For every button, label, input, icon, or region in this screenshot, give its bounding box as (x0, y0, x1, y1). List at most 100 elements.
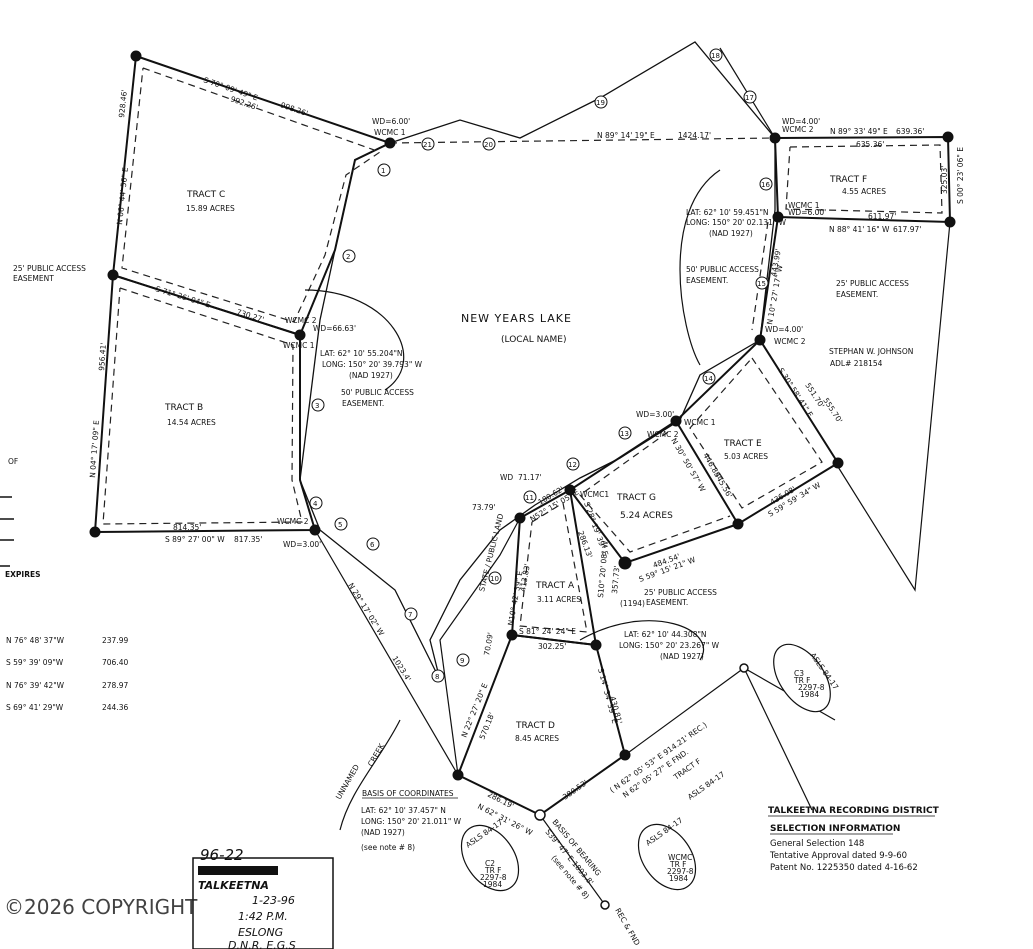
svg-text:(NAD 1927): (NAD 1927) (361, 828, 405, 837)
svg-text:2297-8: 2297-8 (667, 867, 694, 876)
svg-text:5: 5 (338, 521, 342, 529)
tract-g-boundary (568, 420, 739, 565)
svg-text:814.35': 814.35' (173, 523, 201, 532)
tract-a-name: TRACT A (535, 581, 575, 591)
svg-text:10: 10 (490, 575, 499, 583)
svg-text:WCMC 1: WCMC 1 (374, 128, 406, 137)
svg-text:TR F: TR F (793, 676, 811, 685)
svg-text:244.36: 244.36 (102, 703, 128, 712)
svg-text:S10° 20' 08" W: S10° 20' 08" W (596, 540, 610, 598)
svg-text:ADL# 218154: ADL# 218154 (830, 359, 883, 368)
svg-text:706.40: 706.40 (102, 658, 128, 667)
svg-text:General Selection 148: General Selection 148 (770, 839, 864, 849)
svg-text:WCMC1: WCMC1 (580, 490, 609, 499)
svg-text:N 04° 17' 09" E: N 04° 17' 09" E (88, 420, 101, 479)
svg-text:WCMC 2: WCMC 2 (285, 316, 317, 325)
svg-text:21: 21 (423, 141, 432, 149)
svg-text:998.26': 998.26' (279, 100, 309, 118)
svg-text:LAT: 62° 10' 59.451"N: LAT: 62° 10' 59.451"N (686, 208, 769, 217)
svg-text:UNNAMED: UNNAMED (334, 763, 361, 801)
recording-district: TALKEETNA RECORDING DISTRICT SELECTION I… (768, 806, 940, 873)
svg-text:LONG: 150° 20' 02.131" W: LONG: 150° 20' 02.131" W (686, 218, 787, 227)
coordinate-notes: LAT: 62° 10' 55.204"N LONG: 150° 20' 39.… (320, 208, 787, 852)
svg-text:S 69° 41' 29"W: S 69° 41' 29"W (6, 703, 64, 712)
svg-text:BASIS OF COORDINATES: BASIS OF COORDINATES (362, 789, 454, 798)
tract-d-acres: 8.45 ACRES (515, 734, 559, 743)
svg-text:6: 6 (370, 541, 375, 549)
svg-text:LAT: 62° 10' 44.308"N: LAT: 62° 10' 44.308"N (624, 630, 707, 639)
svg-text:(NAD 1927): (NAD 1927) (709, 229, 753, 238)
svg-text:1:42 P.M.: 1:42 P.M. (238, 910, 288, 923)
svg-text:25' PUBLIC ACCESS: 25' PUBLIC ACCESS (13, 264, 86, 273)
svg-text:S 89° 27' 00" W: S 89° 27' 00" W (165, 535, 225, 544)
svg-text:555.70': 555.70' (821, 396, 844, 425)
svg-text:LONG: 150° 20' 23.267" W: LONG: 150° 20' 23.267" W (619, 641, 720, 650)
tract-f-acres: 4.55 ACRES (842, 187, 886, 196)
svg-text:96-22: 96-22 (200, 846, 244, 864)
svg-text:14: 14 (704, 375, 713, 383)
svg-text:2297-8: 2297-8 (480, 873, 507, 882)
ne-easement (751, 216, 779, 341)
svg-text:Patent No. 1225350 dated 4-1: Patent No. 1225350 dated 4-16-62 (770, 863, 918, 873)
segment-markers: 1 2 3 4 5 6 7 8 9 10 11 12 13 14 15 16 1… (309, 48, 773, 683)
svg-text:WCMC 1: WCMC 1 (788, 201, 820, 210)
svg-text:N 89° 14' 19" E: N 89° 14' 19" E (597, 131, 655, 140)
svg-text:N 89° 33' 49" E: N 89° 33' 49" E (830, 127, 888, 136)
tract-e-acres: 5.03 ACRES (724, 452, 768, 461)
svg-text:CREEK: CREEK (366, 741, 387, 768)
asls-monument-3: ASLS 84-17 WCMC TR F 2297-8 1984 (637, 815, 697, 891)
svg-text:N 88° 41' 16" W: N 88° 41' 16" W (829, 225, 890, 234)
svg-text:1984: 1984 (800, 690, 819, 699)
svg-text:(see note # 8): (see note # 8) (361, 843, 415, 852)
svg-text:TR F: TR F (669, 860, 687, 869)
svg-text:(1194): (1194) (620, 599, 645, 608)
svg-text:S 81° 24' 24" E: S 81° 24' 24" E (519, 627, 576, 636)
svg-text:WCMC 1: WCMC 1 (283, 341, 315, 350)
svg-text:WD: WD (500, 473, 513, 482)
svg-text:25' PUBLIC ACCESS: 25' PUBLIC ACCESS (836, 279, 909, 288)
svg-text:71.17': 71.17' (518, 473, 542, 482)
tract-c-acres: 15.89 ACRES (186, 204, 235, 213)
svg-text:8: 8 (435, 673, 439, 681)
svg-text:16: 16 (761, 181, 770, 189)
tract-c-name: TRACT C (186, 190, 225, 200)
svg-text:WCMC 1: WCMC 1 (684, 418, 716, 427)
district-sub: SELECTION INFORMATION (770, 824, 900, 834)
svg-text:EXPIRES: EXPIRES (5, 570, 41, 579)
district-title: TALKEETNA RECORDING DISTRICT (768, 806, 940, 816)
svg-text:EASEMENT.: EASEMENT. (836, 290, 878, 299)
tract-b-acres: 14.54 ACRES (167, 418, 216, 427)
lake-name: NEW YEARS LAKE (461, 312, 572, 325)
svg-text:25' PUBLIC ACCESS: 25' PUBLIC ACCESS (644, 588, 717, 597)
svg-text:237.99: 237.99 (102, 636, 128, 645)
svg-text:357.73': 357.73' (610, 565, 621, 594)
svg-text:WCMC 2: WCMC 2 (782, 125, 814, 134)
svg-text:C3: C3 (794, 669, 804, 678)
svg-text:EASEMENT.: EASEMENT. (646, 598, 688, 607)
svg-text:639.36': 639.36' (896, 127, 924, 136)
left-bearing-table: OF EXPIRES N 76° 48' 37"W 237.99 S 59° 3… (0, 457, 128, 712)
svg-text:WCMC 2: WCMC 2 (774, 337, 806, 346)
svg-text:15: 15 (757, 280, 766, 288)
svg-text:TALKEETNA: TALKEETNA (198, 879, 269, 892)
svg-text:19: 19 (596, 99, 605, 107)
svg-text:13: 13 (620, 430, 629, 438)
svg-text:N 76° 39' 42"W: N 76° 39' 42"W (6, 681, 65, 690)
svg-text:635.36': 635.36' (856, 140, 884, 149)
tract-a-acres: 3.11 ACRES (537, 595, 581, 604)
svg-text:C2: C2 (485, 859, 495, 868)
svg-text:73.79': 73.79' (472, 503, 496, 512)
svg-text:1-23-96: 1-23-96 (252, 894, 295, 907)
tract-d-name: TRACT D (515, 721, 555, 731)
svg-text:302.25': 302.25' (538, 642, 566, 651)
svg-text:2297-8: 2297-8 (798, 683, 825, 692)
svg-text:1: 1 (381, 167, 385, 175)
svg-text:S 71° 26' 04" E: S 71° 26' 04" E (154, 284, 211, 309)
svg-text:WD=6.00': WD=6.00' (372, 117, 410, 126)
svg-text:380.53': 380.53' (561, 778, 589, 802)
svg-text:7: 7 (408, 611, 412, 619)
copyright-watermark: ©2026 COPYRIGHT (4, 895, 198, 919)
svg-text:ASLS 84-17: ASLS 84-17 (686, 769, 727, 801)
svg-text:928.46': 928.46' (117, 89, 129, 118)
